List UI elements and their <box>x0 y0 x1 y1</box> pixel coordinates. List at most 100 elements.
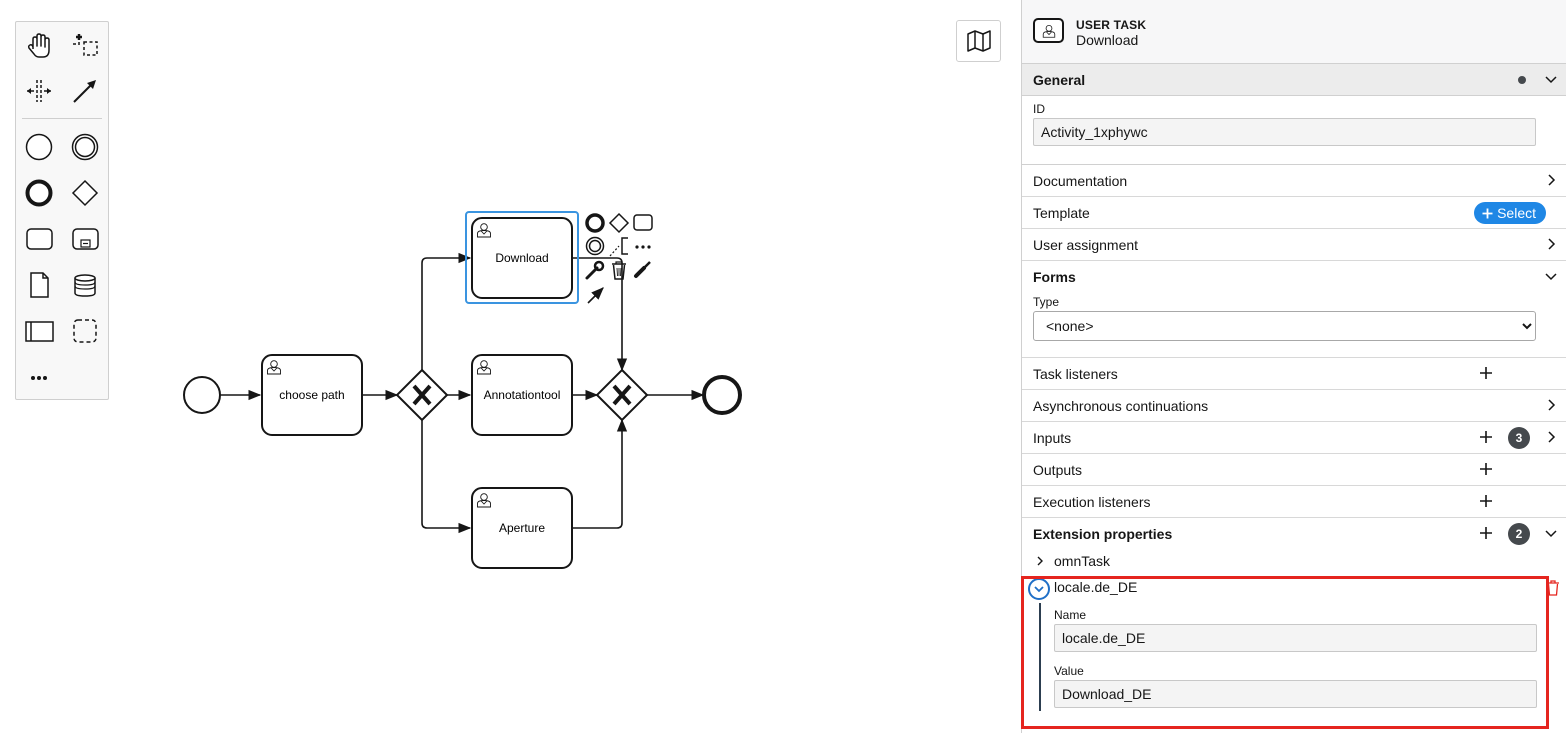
group-title: Extension properties <box>1033 525 1173 542</box>
hand-tool-icon[interactable] <box>19 25 59 65</box>
extension-item-omntask[interactable]: omnTask <box>1022 549 1566 573</box>
task-icon[interactable] <box>19 219 59 259</box>
change-type-wrench-icon[interactable] <box>585 260 605 280</box>
intermediate-event-icon[interactable] <box>65 127 105 167</box>
group-forms: Forms Type <none> <box>1022 261 1566 358</box>
data-store-icon[interactable] <box>65 265 105 305</box>
id-input[interactable] <box>1033 118 1536 146</box>
space-tool-icon[interactable] <box>19 71 59 111</box>
add-plus-icon[interactable] <box>1478 429 1494 445</box>
append-gateway-icon[interactable] <box>608 212 630 234</box>
user-task-icon <box>1033 18 1064 43</box>
append-text-annotation-icon[interactable] <box>609 237 628 257</box>
start-event-icon[interactable] <box>19 127 59 167</box>
group-title: Inputs <box>1033 429 1072 446</box>
start-event[interactable] <box>183 376 221 414</box>
add-plus-icon[interactable] <box>1478 365 1494 381</box>
group-title: Outputs <box>1033 461 1083 478</box>
chevron-down-icon <box>1545 76 1557 84</box>
data-indicator-dot <box>1518 76 1526 84</box>
end-event-icon[interactable] <box>19 173 59 213</box>
group-outputs: Outputs <box>1022 454 1566 486</box>
data-object-icon[interactable] <box>19 265 59 305</box>
subprocess-icon[interactable] <box>65 219 105 259</box>
color-brush-icon[interactable] <box>634 261 651 278</box>
end-event[interactable] <box>702 375 742 415</box>
group-execution-listeners-header[interactable]: Execution listeners <box>1022 486 1566 517</box>
extension-count-badge: 2 <box>1508 523 1530 545</box>
group-inputs-header[interactable]: Inputs 3 <box>1022 422 1566 453</box>
chevron-right-icon <box>1548 399 1556 411</box>
extension-item-label: omnTask <box>1054 553 1111 569</box>
group-title: Execution listeners <box>1033 493 1151 510</box>
chevron-down-icon <box>1545 530 1557 538</box>
diagram-canvas[interactable]: choose path Download Annotationtool Aper… <box>0 0 1021 733</box>
add-plus-icon[interactable] <box>1478 493 1494 509</box>
more-options-icon[interactable] <box>635 245 651 249</box>
group-template: Template Select <box>1022 197 1566 229</box>
chevron-right-icon <box>1548 431 1556 443</box>
chevron-down-icon <box>1034 586 1044 593</box>
gateway-icon[interactable] <box>65 173 105 213</box>
minimap-toggle-button[interactable] <box>956 20 1001 62</box>
forms-type-entry: Type <none> <box>1022 292 1566 341</box>
extension-item-label: locale.de_DE <box>1054 579 1138 595</box>
group-inputs: Inputs 3 <box>1022 422 1566 454</box>
collapse-toggle-button[interactable] <box>1028 578 1050 600</box>
more-icon[interactable] <box>19 357 59 397</box>
forms-type-select[interactable]: <none> <box>1033 311 1536 341</box>
exclusive-gateway-split[interactable] <box>395 368 449 422</box>
append-task-icon[interactable] <box>633 214 653 231</box>
group-user-assignment: User assignment <box>1022 229 1566 261</box>
bpmn-diagram[interactable]: choose path Download Annotationtool Aper… <box>0 0 1021 733</box>
append-intermediate-event-icon[interactable] <box>585 236 605 256</box>
task-choose-path[interactable]: choose path <box>261 354 363 436</box>
chevron-right-icon <box>1037 556 1043 566</box>
task-download[interactable]: Download <box>465 211 579 304</box>
select-button-label: Select <box>1497 205 1536 221</box>
global-connect-tool-icon[interactable] <box>65 71 105 111</box>
forms-type-label: Type <box>1033 295 1060 309</box>
connect-arrow-icon[interactable] <box>587 287 604 304</box>
group-title: Documentation <box>1033 172 1128 189</box>
group-documentation: Documentation <box>1022 165 1566 197</box>
template-select-button[interactable]: Select <box>1474 202 1546 224</box>
extension-value-input[interactable] <box>1054 680 1537 708</box>
add-plus-icon[interactable] <box>1478 525 1494 541</box>
delete-trash-icon[interactable] <box>1546 580 1560 596</box>
group-title: Template <box>1033 204 1090 221</box>
chevron-right-icon <box>1548 238 1556 250</box>
exclusive-gateway-join[interactable] <box>595 368 649 422</box>
add-plus-icon[interactable] <box>1478 461 1494 477</box>
group-documentation-header[interactable]: Documentation <box>1022 165 1566 196</box>
delete-trash-icon[interactable] <box>612 261 626 280</box>
chevron-right-icon <box>1548 174 1556 186</box>
group-async-header[interactable]: Asynchronous continuations <box>1022 390 1566 421</box>
group-extension-properties-header[interactable]: Extension properties 2 <box>1022 518 1566 549</box>
nested-indent-line <box>1039 603 1041 711</box>
group-template-header[interactable]: Template Select <box>1022 197 1566 228</box>
task-label: Annotationtool <box>484 388 561 402</box>
context-pad[interactable] <box>585 212 653 304</box>
sequence-flows[interactable] <box>220 252 705 534</box>
pool-icon[interactable] <box>19 311 59 351</box>
task-label: Aperture <box>499 521 545 535</box>
extension-name-input[interactable] <box>1054 624 1537 652</box>
append-end-event-icon[interactable] <box>585 213 605 233</box>
group-user-assignment-header[interactable]: User assignment <box>1022 229 1566 260</box>
extension-item-locale-de: locale.de_DE Name Value <box>1022 573 1566 728</box>
group-general-header[interactable]: General <box>1022 64 1566 96</box>
group-title: Task listeners <box>1033 365 1118 382</box>
task-aperture[interactable]: Aperture <box>471 487 573 569</box>
group-task-listeners-header[interactable]: Task listeners <box>1022 358 1566 389</box>
group-extension-properties: Extension properties 2 omnTask locale.de… <box>1022 518 1566 733</box>
group-title: General <box>1033 71 1086 88</box>
group-outputs-header[interactable]: Outputs <box>1022 454 1566 485</box>
task-annotationtool[interactable]: Annotationtool <box>471 354 573 436</box>
element-type: USER TASK <box>1076 18 1147 32</box>
group-icon[interactable] <box>65 311 105 351</box>
group-forms-header[interactable]: Forms <box>1022 261 1566 292</box>
properties-panel: USER TASK Download General ID Documentat… <box>1021 0 1566 733</box>
lasso-tool-icon[interactable] <box>65 25 105 65</box>
id-entry: ID <box>1022 96 1566 146</box>
